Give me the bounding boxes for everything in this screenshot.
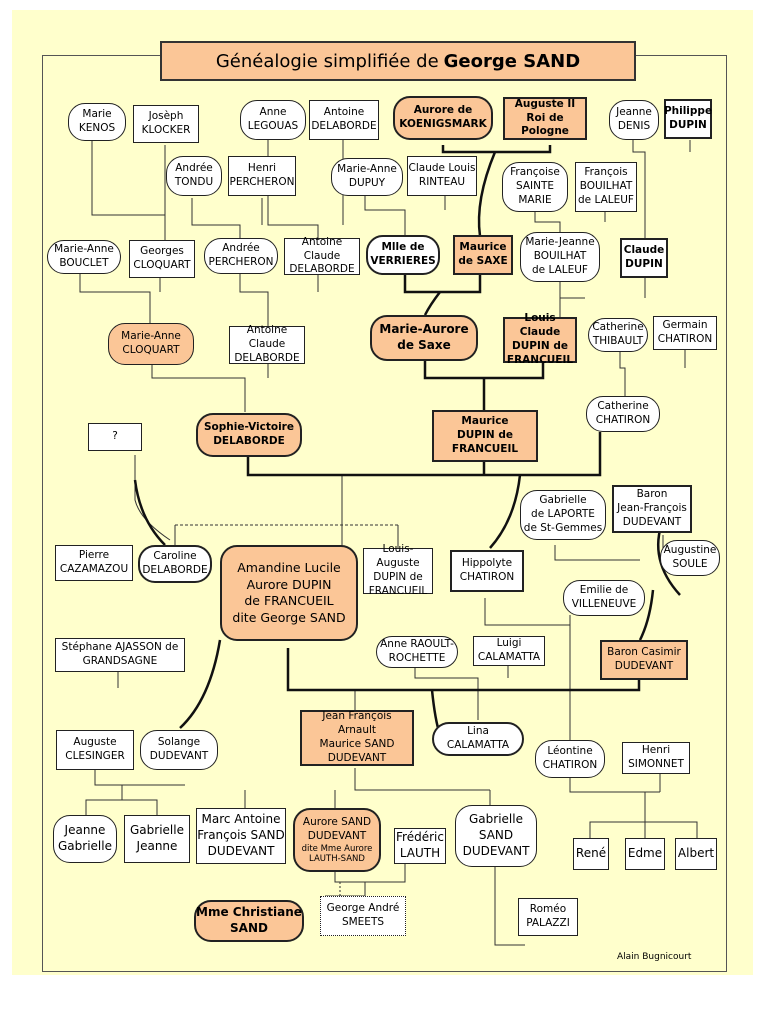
person-aurore-sand: Aurore SAND DUDEVANT dite Mme Aurore LAU… <box>293 808 381 872</box>
person-antoine-claude-delaborde-1: Antoine Claude DELABORDE <box>284 236 360 275</box>
person-maurice-saxe: Maurice de SAXE <box>453 235 513 275</box>
person-albert: Albert <box>675 838 717 870</box>
person-caroline-delaborde: Caroline DELABORDE <box>138 545 212 583</box>
diagram-title: Généalogie simplifiée de George SAND <box>160 41 636 81</box>
title-name: George SAND <box>443 50 581 72</box>
person-jeanne-denis: Jeanne DENIS <box>609 100 659 140</box>
person-philippe-dupin: Philippe DUPIN <box>664 99 712 139</box>
person-louis-auguste-dupin: Louis-Auguste DUPIN de FRANCUEIL <box>363 543 433 597</box>
aurore-sand-alias: dite Mme Aurore LAUTH-SAND <box>301 843 373 864</box>
person-andree-tondu: Andrée TONDU <box>166 156 222 196</box>
person-francois-bouilhat: François BOUILHAT de LALEUF <box>575 162 637 212</box>
person-henri-percheron: Henri PERCHERON <box>228 156 296 196</box>
person-edme: Edme <box>625 838 665 870</box>
person-marie-jeanne-bouilhat: Marie-Jeanne BOUILHAT de LALEUF <box>520 232 600 282</box>
person-maurice-dupin: Maurice DUPIN de FRANCUEIL <box>432 410 538 462</box>
person-maurice-sand: Jean François Arnault Maurice SAND DUDEV… <box>300 710 414 766</box>
person-unknown: ? <box>88 423 142 451</box>
person-george-sand: Amandine Lucile Aurore DUPIN de FRANCUEI… <box>220 545 358 641</box>
person-emilie-villeneuve: Emilie de VILLENEUVE <box>563 580 645 616</box>
person-solange-dudevant: Solange DUDEVANT <box>140 730 218 770</box>
person-andree-percheron: Andrée PERCHERON <box>204 238 278 274</box>
person-catherine-chatiron: Catherine CHATIRON <box>586 396 660 432</box>
person-germain-chatiron: Germain CHATIRON <box>653 316 717 350</box>
person-marie-anne-bouclet: Marie-Anne BOUCLET <box>47 240 121 274</box>
person-louis-claude-dupin: Louis Claude DUPIN de FRANCUEIL <box>503 312 577 366</box>
person-baron-jf-dudevant: Baron Jean-François DUDEVANT <box>612 485 692 533</box>
person-hippolyte-chatiron: Hippolyte CHATIRON <box>450 550 524 592</box>
person-leontine-chatiron: Léontine CHATIRON <box>535 740 605 778</box>
person-christiane-sand: Mme Christiane SAND <box>194 900 304 942</box>
person-sophie-victoire: Sophie-Victoire DELABORDE <box>196 413 302 457</box>
person-gabrielle-jeanne: Gabrielle Jeanne <box>124 815 190 863</box>
person-marie-anne-dupuy: Marie-Anne DUPUY <box>331 158 403 196</box>
author-credit: Alain Bugnicourt <box>617 952 692 962</box>
person-luigi-calamatta: Luigi CALAMATTA <box>473 636 545 666</box>
person-george-andre-smeets: George André SMEETS <box>320 896 406 936</box>
person-marie-aurore-saxe: Marie-Aurore de Saxe <box>370 315 478 361</box>
person-marc-antoine: Marc Antoine François SAND DUDEVANT <box>196 808 286 864</box>
person-augustine-soule: Augustine SOULE <box>660 540 720 576</box>
person-romeo-palazzi: Roméo PALAZZI <box>518 898 578 936</box>
person-jeanne-gabrielle: Jeanne Gabrielle <box>53 815 117 863</box>
person-marie-kenos: Marie KENOS <box>68 103 126 141</box>
person-henri-simonnet: Henri SIMONNET <box>622 742 690 774</box>
person-claude-louis-rinteau: Claude Louis RINTEAU <box>407 156 477 196</box>
person-francoise-sainte-marie: Françoise SAINTE MARIE <box>502 162 568 212</box>
person-marie-anne-cloquart: Marie-Anne CLOQUART <box>108 323 194 365</box>
person-mlle-verrieres: Mlle de VERRIERES <box>366 235 440 275</box>
person-anne-legouas: Anne LEGOUAS <box>240 100 306 140</box>
person-georges-cloquart: Georges CLOQUART <box>129 240 195 278</box>
person-auguste-clesinger: Auguste CLESINGER <box>56 730 134 770</box>
person-claude-dupin: Claude DUPIN <box>620 238 668 278</box>
person-gabrielle-sand: Gabrielle SAND DUDEVANT <box>455 805 537 867</box>
person-antoine-delaborde: Antoine DELABORDE <box>309 100 379 140</box>
person-baron-casimir: Baron Casimir DUDEVANT <box>600 640 688 680</box>
person-aurore-koenigsmark: Aurore de KOENIGSMARK <box>393 96 493 140</box>
person-lina-calamatta: Lina CALAMATTA <box>432 722 524 756</box>
person-anne-raoult: Anne RAOULT- ROCHETTE <box>376 636 458 668</box>
title-prefix: Généalogie simplifiée de <box>215 50 439 72</box>
person-stephane-ajasson: Stéphane AJASSON de GRANDSAGNE <box>55 638 185 672</box>
aurore-sand-name: Aurore SAND DUDEVANT <box>302 815 372 842</box>
person-auguste-ii: Auguste II Roi de Pologne <box>503 97 587 140</box>
person-pierre-cazamazou: Pierre CAZAMAZOU <box>55 545 133 581</box>
person-frederic-lauth: Frédéric LAUTH <box>394 828 446 864</box>
person-catherine-thibault: Catherine THIBAULT <box>588 318 648 352</box>
person-antoine-claude-delaborde-2: Antoine Claude DELABORDE <box>229 324 305 364</box>
person-gabrielle-laporte: Gabrielle de LAPORTE de St-Gemmes <box>520 490 606 540</box>
person-josep-klocker: Josèph KLOCKER <box>133 105 199 143</box>
person-rene: René <box>573 838 609 870</box>
